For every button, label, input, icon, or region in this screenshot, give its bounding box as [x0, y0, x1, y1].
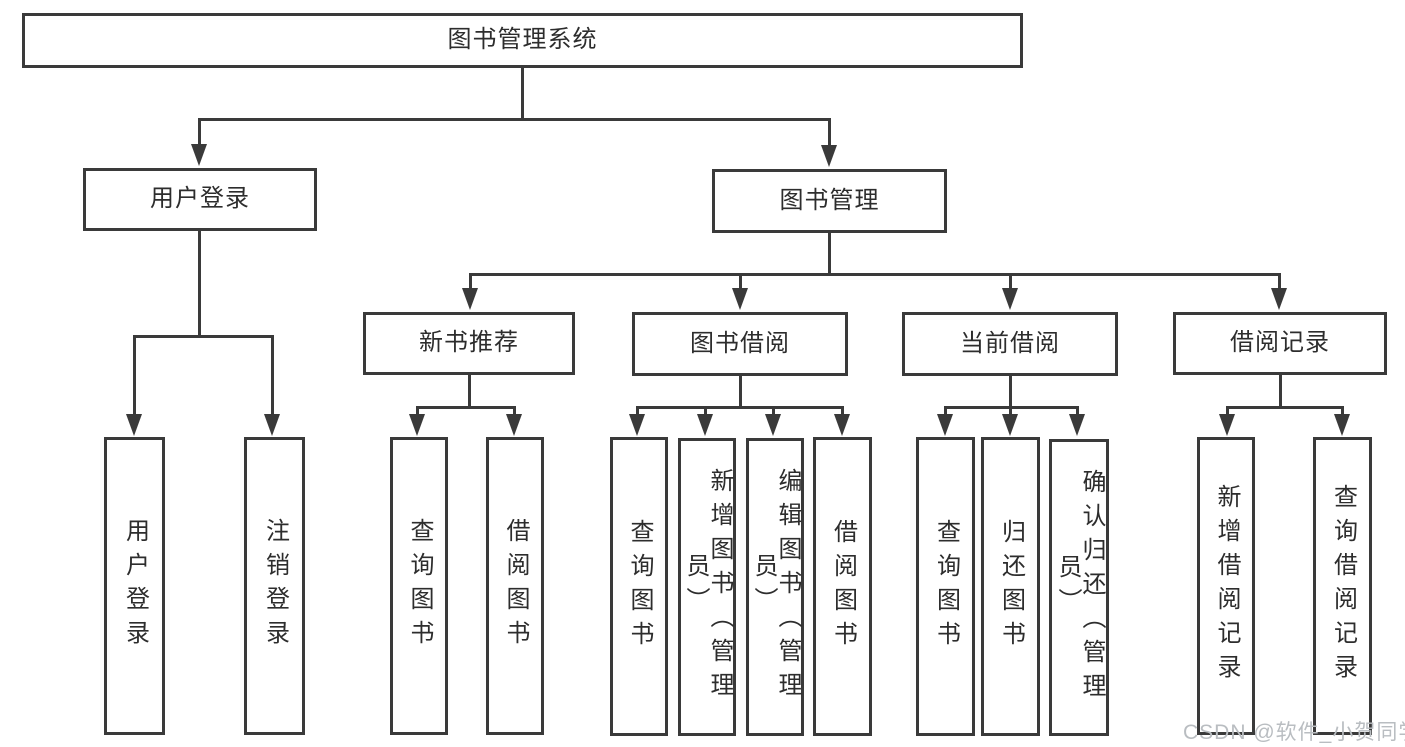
connector-line — [521, 68, 524, 118]
connector-line — [739, 273, 742, 293]
connector-line — [468, 375, 471, 406]
connector-line — [1226, 406, 1229, 420]
connector-line — [828, 233, 831, 273]
connector-line — [198, 118, 831, 121]
connector-line — [1009, 406, 1012, 420]
leaf-current-confirm-return-admin: 确认归还（管理员） — [1049, 439, 1109, 736]
arrow-down-icon — [126, 414, 142, 436]
connector-line — [1341, 406, 1344, 420]
leaf-record-query-borrow-record: 查询借阅记录 — [1313, 437, 1372, 735]
arrow-down-icon — [1219, 414, 1235, 436]
arrow-down-icon — [191, 144, 207, 166]
leaf-borrow-edit-books-admin: 编辑图书（管理员） — [746, 438, 804, 736]
connector-line — [271, 335, 274, 417]
arrow-down-icon — [697, 414, 713, 436]
connector-line — [198, 118, 201, 150]
arrow-down-icon — [629, 414, 645, 436]
leaf-borrow-add-books-admin: 新增图书（管理员） — [678, 438, 736, 736]
connector-line — [133, 335, 136, 417]
connector-line — [469, 273, 472, 293]
arrow-down-icon — [1069, 414, 1085, 436]
arrow-down-icon — [506, 414, 522, 436]
connector-line — [944, 406, 947, 420]
leaf-borrow-query-books: 查询图书 — [610, 437, 668, 736]
arrow-down-icon — [409, 414, 425, 436]
node-new-book-recommend: 新书推荐 — [363, 312, 575, 375]
leaf-user-login: 用户登录 — [104, 437, 165, 735]
node-borrow-record: 借阅记录 — [1173, 312, 1387, 375]
connector-line — [1076, 406, 1079, 420]
csdn-watermark: CSDN @软件_小贺同学 — [1183, 721, 1405, 744]
arrow-down-icon — [462, 288, 478, 310]
connector-line — [416, 406, 419, 420]
node-user-login: 用户登录 — [83, 168, 317, 231]
connector-line — [1009, 273, 1012, 293]
connector-line — [841, 406, 844, 420]
connector-line — [636, 406, 639, 420]
leaf-newbook-borrow-books: 借阅图书 — [486, 437, 544, 735]
arrow-down-icon — [732, 288, 748, 310]
connector-line — [513, 406, 516, 420]
connector-line — [1009, 376, 1012, 406]
arrow-down-icon — [1002, 414, 1018, 436]
leaf-borrow-borrow-books: 借阅图书 — [813, 437, 872, 736]
connector-line — [1278, 273, 1281, 293]
node-book-management: 图书管理 — [712, 169, 947, 233]
arrow-down-icon — [1334, 414, 1350, 436]
connector-line — [772, 406, 775, 420]
node-book-borrow: 图书借阅 — [632, 312, 848, 376]
arrow-down-icon — [264, 414, 280, 436]
arrow-down-icon — [1271, 288, 1287, 310]
arrow-down-icon — [1002, 288, 1018, 310]
node-root: 图书管理系统 — [22, 13, 1023, 68]
arrow-down-icon — [937, 414, 953, 436]
arrow-down-icon — [821, 145, 837, 167]
leaf-current-return-books: 归还图书 — [981, 437, 1040, 736]
leaf-record-add-borrow-record: 新增借阅记录 — [1197, 437, 1255, 735]
leaf-newbook-query-books: 查询图书 — [390, 437, 448, 735]
leaf-logout: 注销登录 — [244, 437, 305, 735]
connector-line — [133, 335, 274, 338]
connector-line — [1226, 406, 1344, 409]
connector-line — [416, 406, 516, 409]
connector-line — [198, 231, 201, 335]
connector-line — [469, 273, 1281, 276]
connector-line — [636, 406, 844, 409]
connector-line — [704, 406, 707, 420]
connector-line — [1279, 375, 1282, 406]
arrow-down-icon — [834, 414, 850, 436]
arrow-down-icon — [765, 414, 781, 436]
leaf-current-query-books: 查询图书 — [916, 437, 975, 736]
node-current-borrow: 当前借阅 — [902, 312, 1118, 376]
connector-line — [739, 376, 742, 406]
connector-line — [828, 118, 831, 150]
